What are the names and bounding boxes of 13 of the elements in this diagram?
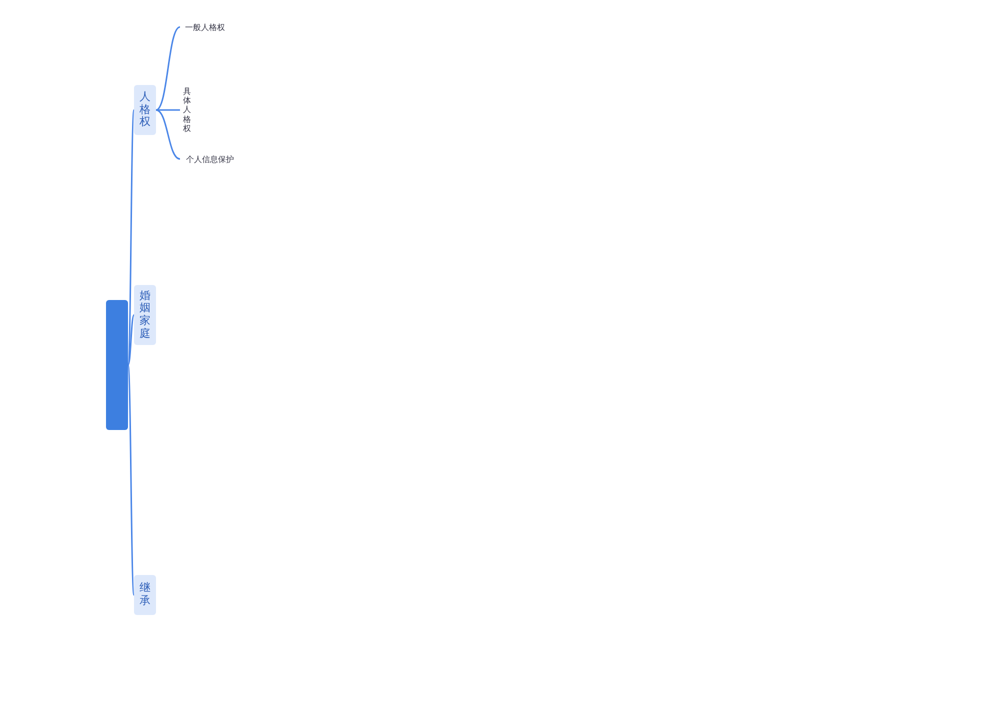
connector (156, 26, 180, 111)
branch-box: 继承 (134, 575, 156, 615)
root-box (106, 300, 128, 430)
connector (156, 109, 180, 160)
topic-label: 具体人格权 (180, 80, 194, 140)
connector (127, 110, 135, 366)
branch-box: 婚姻家庭 (134, 285, 156, 345)
connector (156, 109, 180, 111)
connector (127, 314, 135, 366)
branch-box: 人格权 (134, 85, 156, 135)
topic-label: 一般人格权 (180, 20, 230, 34)
topic-label: 个人信息保护 (180, 152, 240, 166)
connector (127, 364, 135, 596)
